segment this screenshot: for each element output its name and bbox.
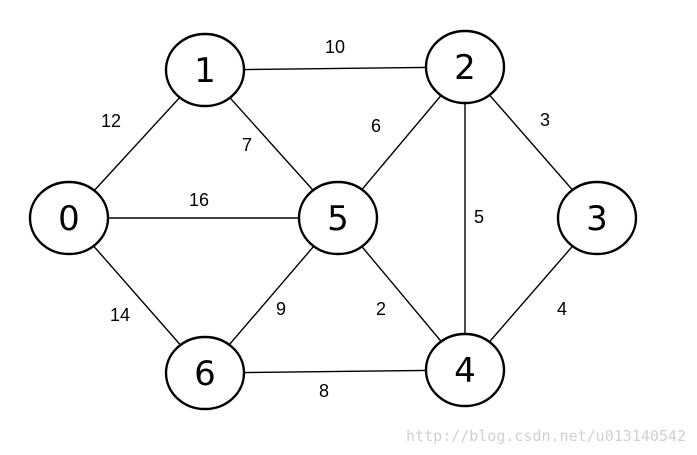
edge-1-2 xyxy=(204,66,466,71)
node-label-2: 2 xyxy=(454,48,476,88)
node-label-4: 4 xyxy=(454,351,476,391)
edge-6-4 xyxy=(204,369,466,374)
node-circle-4 xyxy=(424,332,506,408)
edge-weight-2-4: 5 xyxy=(474,207,484,227)
edge-weight-2-3: 3 xyxy=(540,110,550,130)
node-4: 4 xyxy=(424,332,506,408)
edge-weight-5-6: 9 xyxy=(276,299,286,319)
edge-weight-0-1: 12 xyxy=(101,111,121,131)
node-label-5: 5 xyxy=(327,199,349,239)
node-1: 1 xyxy=(164,32,246,108)
edge-weight-2-5: 6 xyxy=(371,116,381,136)
node-2: 2 xyxy=(424,29,506,105)
edge-weight-1-2: 10 xyxy=(325,37,345,57)
edge-weight-1-5: 7 xyxy=(242,135,252,155)
node-0: 0 xyxy=(28,180,110,256)
node-circle-1 xyxy=(164,32,246,108)
edge-weight-5-4: 2 xyxy=(376,299,386,319)
node-3: 3 xyxy=(556,180,638,256)
edge-weight-6-4: 8 xyxy=(319,381,329,401)
watermark-text: http://blog.csdn.net/u013140542 xyxy=(406,427,686,445)
node-label-0: 0 xyxy=(58,199,80,239)
node-circle-6 xyxy=(164,335,246,411)
node-label-6: 6 xyxy=(194,354,216,394)
node-label-1: 1 xyxy=(194,51,216,91)
node-5: 5 xyxy=(297,180,379,256)
node-6: 6 xyxy=(164,335,246,411)
node-circle-5 xyxy=(297,180,379,256)
node-circle-3 xyxy=(556,180,638,256)
edge-weight-0-6: 14 xyxy=(110,305,130,325)
edge-weight-3-4: 4 xyxy=(557,299,567,319)
node-circle-0 xyxy=(28,180,110,256)
node-label-3: 3 xyxy=(586,199,608,239)
edge-weight-0-5: 16 xyxy=(189,190,209,210)
node-circle-2 xyxy=(424,29,506,105)
